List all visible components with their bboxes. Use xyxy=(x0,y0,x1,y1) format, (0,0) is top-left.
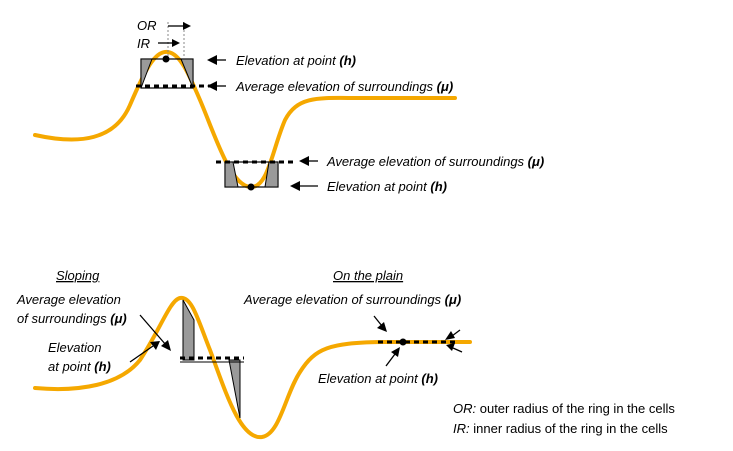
plain-point-marker xyxy=(399,338,407,346)
plain-elev-arrow-shaft xyxy=(385,353,396,367)
top-terrain-curve xyxy=(33,49,457,189)
slope-elev-label-line1: Elevation xyxy=(48,340,101,355)
valley-left-fill xyxy=(224,161,239,188)
plain-avg-label: Average elevation of surroundings (μ) xyxy=(243,292,461,307)
plain-right-arrow2-icon xyxy=(446,343,455,351)
valley-elev-arrow-icon xyxy=(290,181,300,191)
plain-right-arrow2-shaft xyxy=(452,347,463,353)
valley-avg-label: Average elevation of surroundings (μ) xyxy=(326,154,544,169)
plain-elev-arrow-icon xyxy=(391,347,400,357)
valley-elev-label: Elevation at point (h) xyxy=(327,179,447,194)
peak-avg-arrow-icon xyxy=(207,81,217,91)
peak-elev-label: Elevation at point (h) xyxy=(236,53,356,68)
slope-elev-arrow-icon xyxy=(150,341,160,350)
plain-elev-label: Elevation at point (h) xyxy=(318,371,438,386)
peak-right-fill xyxy=(180,58,194,89)
plain-right-arrow1-icon xyxy=(445,331,455,340)
slope-upper-fill xyxy=(182,299,195,361)
ir-arrow-head xyxy=(172,39,180,47)
peak-elev-arrow-icon xyxy=(207,55,217,65)
valley-avg-arrow-icon xyxy=(299,156,309,166)
slope-avg-label-line2: of surroundings (μ) xyxy=(17,311,127,326)
valley-right-fill xyxy=(264,161,279,188)
peak-left-fill xyxy=(140,58,153,89)
legend-or: OR: outer radius of the ring in the cell… xyxy=(453,401,675,416)
bottom-terrain-curve xyxy=(33,295,472,440)
slope-avg-arrow-icon xyxy=(161,340,171,351)
sloping-title: Sloping xyxy=(56,268,100,283)
ir-label: IR xyxy=(137,36,150,51)
or-arrow-head xyxy=(183,22,191,30)
slope-avg-arrow-shaft xyxy=(139,314,167,346)
peak-point-marker xyxy=(162,55,170,63)
slope-avg-label-line1: Average elevation xyxy=(16,292,121,307)
plain-right-arrow1-shaft xyxy=(451,329,461,337)
valley-point-marker xyxy=(247,183,255,191)
plain-avg-arrow-icon xyxy=(377,322,387,332)
peak-avg-label: Average elevation of surroundings (μ) xyxy=(235,79,453,94)
on-plain-title: On the plain xyxy=(333,268,403,283)
plain-avg-arrow-shaft xyxy=(373,315,383,327)
slope-elev-arrow-shaft xyxy=(129,345,154,363)
or-label: OR xyxy=(137,18,157,33)
slope-lower-fill xyxy=(228,359,241,419)
legend-ir: IR: inner radius of the ring in the cell… xyxy=(453,421,668,436)
slope-elev-label-line2: at point (h) xyxy=(48,359,111,374)
